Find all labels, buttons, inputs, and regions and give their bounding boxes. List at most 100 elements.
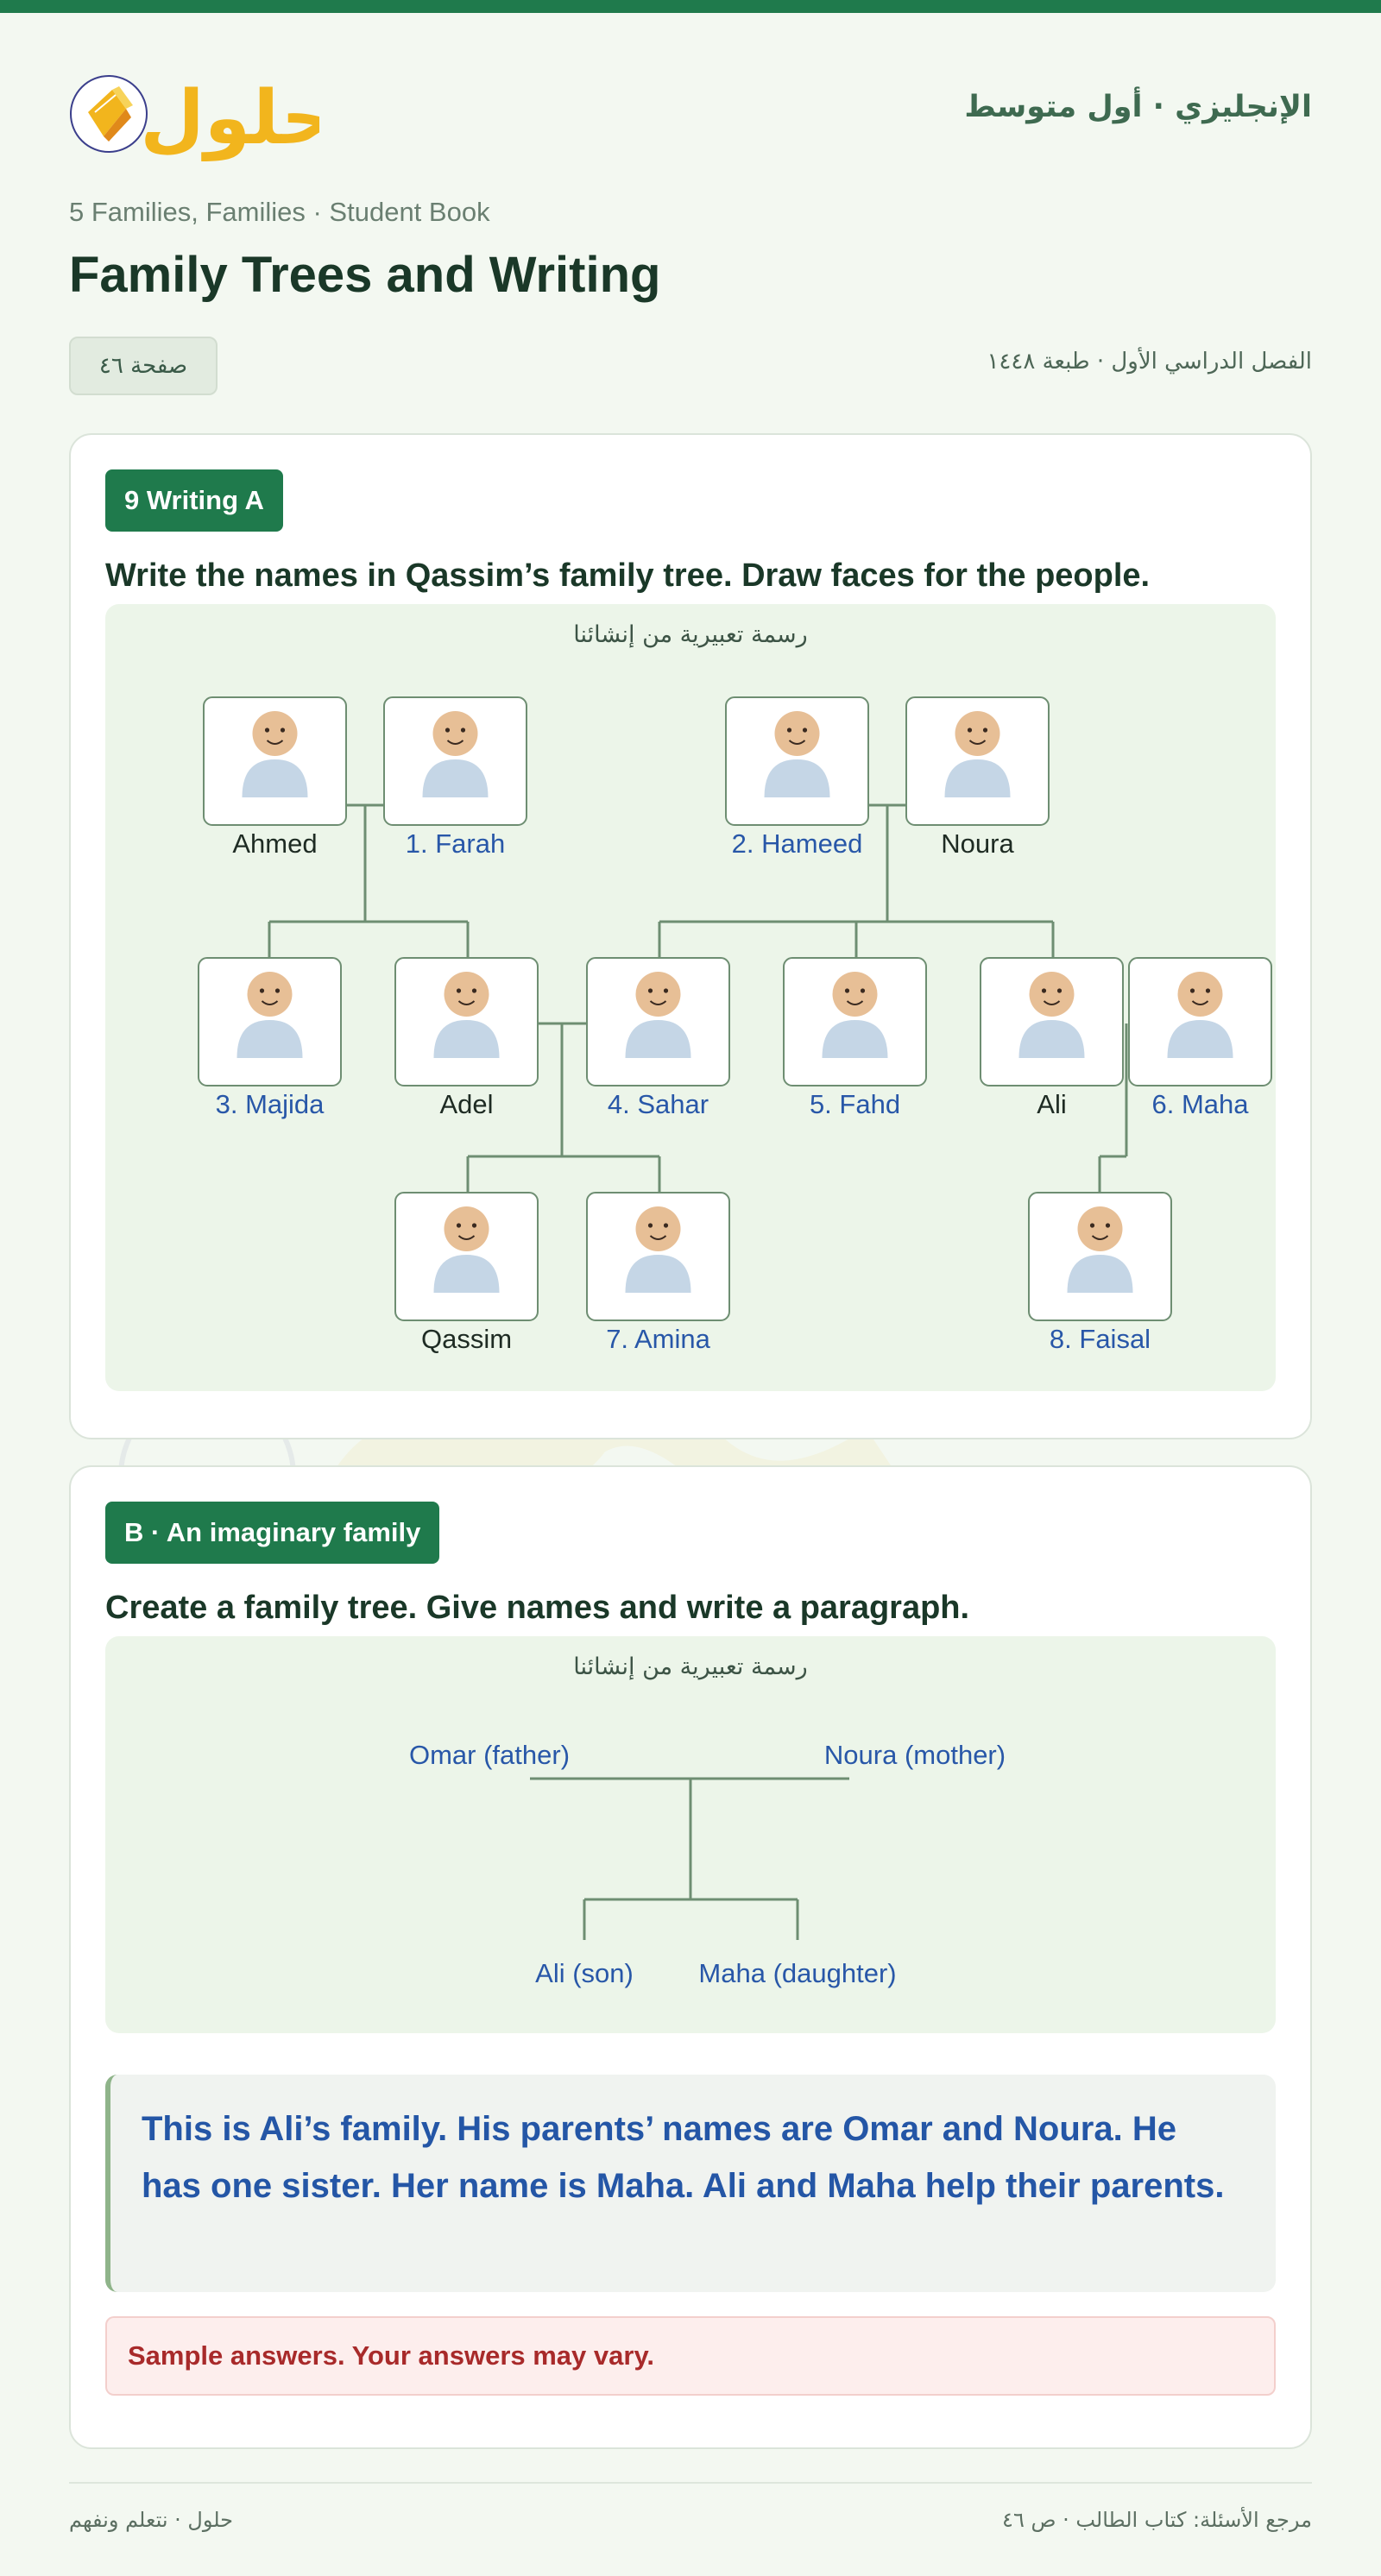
person-portrait <box>980 957 1124 1086</box>
eye-icon <box>1041 988 1047 993</box>
page-header: حلول الإنجليزي · أول متوسط <box>69 57 1312 169</box>
imaginary-family-card: B · An imaginary family Create a family … <box>69 1465 1312 2449</box>
eye-icon <box>280 727 286 733</box>
person-portrait <box>203 696 347 826</box>
illustration-caption: رسمة تعبيرية من إنشائنا <box>573 1653 808 1680</box>
person-portrait <box>1028 1192 1172 1321</box>
section-b-badge: B · An imaginary family <box>105 1502 440 1564</box>
eye-icon <box>471 988 477 993</box>
writing-a-card: 9 Writing A Write the names in Qassim’s … <box>69 433 1312 1439</box>
person-name-label: Adel <box>439 1089 494 1119</box>
smile-icon <box>457 1000 476 1005</box>
person-body-icon <box>625 1020 691 1058</box>
face-icon <box>252 711 298 756</box>
eye-icon <box>802 727 808 733</box>
section-a-badge: 9 Writing A <box>105 469 283 532</box>
person-name-label: Qassim <box>420 1324 513 1354</box>
eye-icon <box>259 988 265 993</box>
eye-icon <box>663 988 669 993</box>
son-name: Ali (son) <box>535 1958 634 1988</box>
logo-wordmark: حلول <box>140 75 319 161</box>
eye-icon <box>844 988 850 993</box>
eye-icon <box>786 727 792 733</box>
person-body-icon <box>764 759 830 797</box>
qassim-family-tree <box>198 696 1272 1321</box>
person-body-icon <box>1167 1020 1233 1058</box>
footer-brand: حلول · نتعلم ونفهم <box>69 2508 233 2532</box>
face-icon <box>635 972 681 1017</box>
sample-answers-note: Sample answers. Your answers may vary. <box>105 2316 1276 2396</box>
eye-icon <box>1089 1223 1095 1228</box>
eye-icon <box>445 727 451 733</box>
smile-icon <box>788 740 806 745</box>
imaginary-tree-panel: رسمة تعبيرية من إنشائنا Omar (father) No… <box>105 1636 1276 2033</box>
person-name-label: 5. Fahd <box>809 1089 901 1119</box>
smile-icon <box>1043 1000 1061 1005</box>
eye-icon <box>647 988 653 993</box>
person-name-label: 7. Amina <box>606 1324 710 1354</box>
face-icon <box>444 972 489 1017</box>
eye-icon <box>663 1223 669 1228</box>
top-accent-bar <box>0 0 1381 13</box>
father-name: Omar (father) <box>408 1740 571 1770</box>
person-body-icon <box>1018 1020 1085 1058</box>
smile-icon <box>1191 1000 1209 1005</box>
eye-icon <box>1056 988 1063 993</box>
person-body-icon <box>236 1020 303 1058</box>
eye-icon <box>647 1223 653 1228</box>
face-icon <box>1077 1206 1123 1251</box>
person-name-label: Noura <box>941 828 1014 859</box>
person-body-icon <box>433 1020 500 1058</box>
eye-icon <box>1189 988 1195 993</box>
smile-icon <box>649 1235 667 1240</box>
face-icon <box>955 711 1000 756</box>
smile-icon <box>846 1000 864 1005</box>
person-portrait <box>1128 957 1272 1086</box>
section-b-instruction: Create a family tree. Give names and wri… <box>105 1590 970 1626</box>
eye-icon <box>264 727 270 733</box>
smile-icon <box>968 740 987 745</box>
person-portrait <box>905 696 1050 826</box>
section-a-instruction: Write the names in Qassim’s family tree.… <box>105 557 1151 594</box>
eye-icon <box>456 1223 462 1228</box>
person-body-icon <box>944 759 1011 797</box>
person-name-label: 8. Faisal <box>1049 1324 1151 1354</box>
person-name-label: 6. Maha <box>1151 1089 1249 1119</box>
subject-title: الإنجليزي · أول متوسط <box>964 90 1312 124</box>
person-name-label: 3. Majida <box>215 1089 325 1119</box>
page-number-pill[interactable]: صفحة ٤٦ <box>69 337 218 395</box>
smile-icon <box>457 1235 476 1240</box>
person-portrait <box>586 957 730 1086</box>
eye-icon <box>1205 988 1211 993</box>
eye-icon <box>967 727 973 733</box>
unit-line: 5 Families, Families · Student Book <box>69 197 490 227</box>
person-body-icon <box>422 759 489 797</box>
person-name-label: 4. Sahar <box>607 1089 709 1119</box>
person-name-label: Ali <box>1037 1089 1067 1119</box>
face-icon <box>247 972 293 1017</box>
eye-icon <box>471 1223 477 1228</box>
term-edition-line: الفصل الدراسي الأول · طبعة ١٤٤٨ <box>987 349 1312 375</box>
mother-name: Noura (mother) <box>823 1740 1006 1770</box>
daughter-name: Maha (daughter) <box>698 1958 897 1988</box>
sample-paragraph: This is Ali’s family. His parents’ names… <box>105 2075 1276 2292</box>
person-name-label: 1. Farah <box>405 828 506 859</box>
person-portrait <box>725 696 869 826</box>
person-body-icon <box>433 1255 500 1293</box>
person-portrait <box>783 957 927 1086</box>
footer-divider <box>69 2482 1312 2484</box>
eye-icon <box>982 727 988 733</box>
eye-icon <box>860 988 866 993</box>
face-icon <box>774 711 820 756</box>
smile-icon <box>1091 1235 1109 1240</box>
eye-icon <box>456 988 462 993</box>
person-body-icon <box>242 759 308 797</box>
smile-icon <box>261 1000 279 1005</box>
face-icon <box>832 972 878 1017</box>
footer-reference: مرجع الأسئلة: كتاب الطالب · ص ٤٦ <box>1002 2508 1312 2532</box>
eye-icon <box>1105 1223 1111 1228</box>
eye-icon <box>460 727 466 733</box>
face-icon <box>635 1206 681 1251</box>
hulul-logo[interactable]: حلول <box>69 57 335 169</box>
face-icon <box>1029 972 1075 1017</box>
